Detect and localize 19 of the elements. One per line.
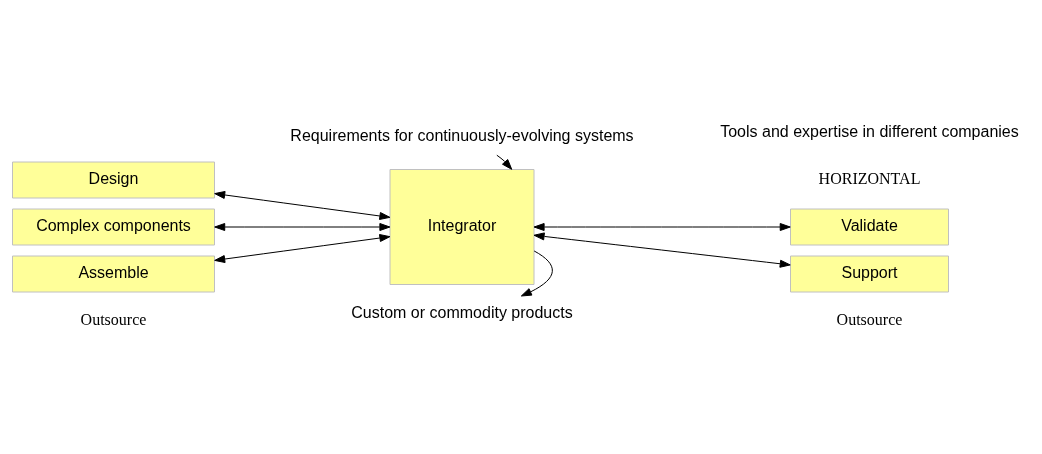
arrow (214, 190, 391, 220)
arrow (533, 223, 791, 231)
node-box: Validate (790, 208, 949, 246)
label: Tools and expertise in different companies (720, 122, 1019, 140)
node-box: Design (12, 161, 215, 199)
arrow (214, 234, 391, 264)
node-box: Support (790, 255, 949, 293)
arrow (533, 232, 791, 268)
node-box: Complex components (12, 208, 215, 246)
arrow (520, 250, 553, 297)
node-text: Requirements for continuously-evolving systems (290, 126, 634, 144)
arrow (214, 223, 391, 231)
node-text: Custom or commodity products (351, 303, 573, 321)
node-box: Integrator (389, 169, 535, 285)
arrow (496, 154, 513, 170)
label: Outsource (836, 310, 903, 328)
node-box: Assemble (12, 255, 215, 293)
label: Outsource (80, 310, 147, 328)
label: HORIZONTAL (818, 169, 921, 187)
